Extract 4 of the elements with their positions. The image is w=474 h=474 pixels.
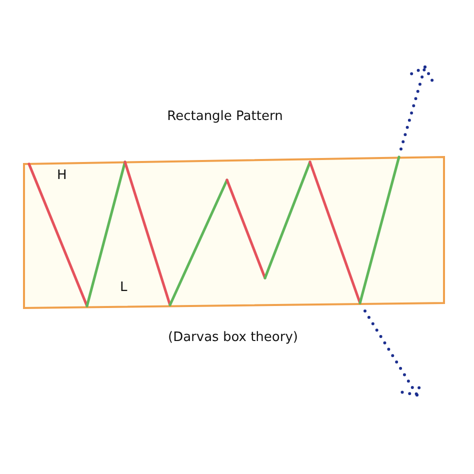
level-label: L	[120, 281, 128, 294]
level-label: H	[57, 169, 67, 182]
diagram-title: Rectangle Pattern	[166, 110, 284, 123]
diagram-caption: (Darvas box theory)	[167, 331, 299, 344]
